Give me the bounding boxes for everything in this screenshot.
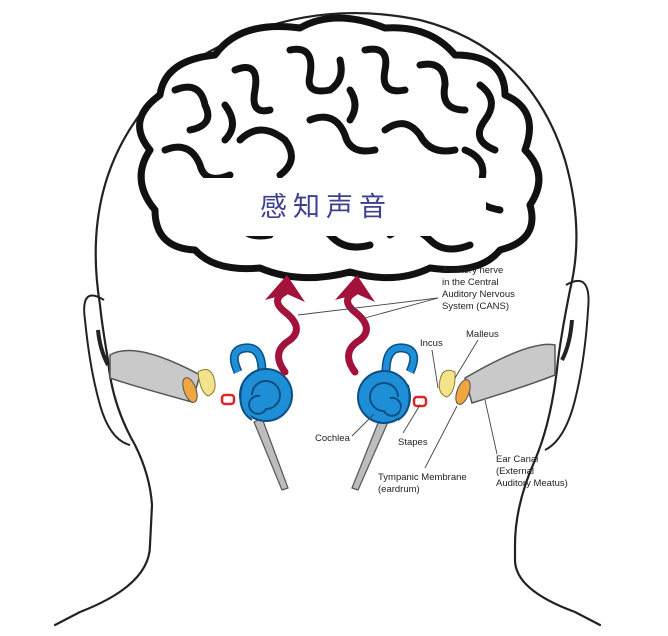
- right-ossicles: [438, 369, 456, 398]
- leader-lines: [297, 297, 498, 469]
- brain: [136, 14, 543, 282]
- label-auditory-nerve-line-3: Auditory Nervous: [442, 289, 515, 300]
- label-tympanic-line-2: (eardrum): [378, 484, 420, 495]
- label-ear-canal-line-3: Auditory Meatus): [496, 478, 568, 489]
- head-outline: [53, 12, 602, 627]
- label-auditory-nerve-line-1: Auditory nerve: [442, 265, 503, 276]
- right-ear: [544, 279, 590, 451]
- label-stapes: Stapes: [398, 437, 428, 448]
- label-incus: Incus: [420, 338, 443, 349]
- label-ear-canal-line-1: Ear Canal: [496, 454, 538, 465]
- right-stapes: [412, 395, 428, 408]
- right-eardrum: [455, 379, 471, 405]
- left-cochlea: [229, 343, 293, 422]
- label-tympanic-line-1: Tympanic Membrane: [378, 472, 467, 483]
- label-tympanic: Tympanic Membrane (eardrum): [378, 472, 467, 495]
- right-cochlea: [357, 343, 419, 424]
- label-auditory-nerve: Auditory nerve in the Central Auditory N…: [442, 265, 515, 312]
- right-ear-canal: [464, 343, 556, 404]
- label-auditory-nerve-line-4: System (CANS): [442, 301, 509, 312]
- title-text: 感知声音: [260, 192, 392, 223]
- left-stapes: [220, 393, 236, 406]
- label-cochlea: Cochlea: [315, 433, 351, 444]
- left-ossicles: [197, 369, 216, 397]
- left-ear: [83, 294, 131, 446]
- title-banner: [168, 178, 486, 236]
- label-ear-canal-line-2: (External: [496, 466, 534, 477]
- left-nerve-trunk: [253, 417, 289, 491]
- right-signal-arrow: [335, 275, 375, 376]
- label-auditory-nerve-line-2: in the Central: [442, 277, 499, 288]
- label-malleus: Malleus: [466, 329, 499, 340]
- label-ear-canal: Ear Canal (External Auditory Meatus): [496, 454, 568, 489]
- left-signal-arrow: [265, 275, 305, 376]
- left-eardrum: [182, 377, 198, 403]
